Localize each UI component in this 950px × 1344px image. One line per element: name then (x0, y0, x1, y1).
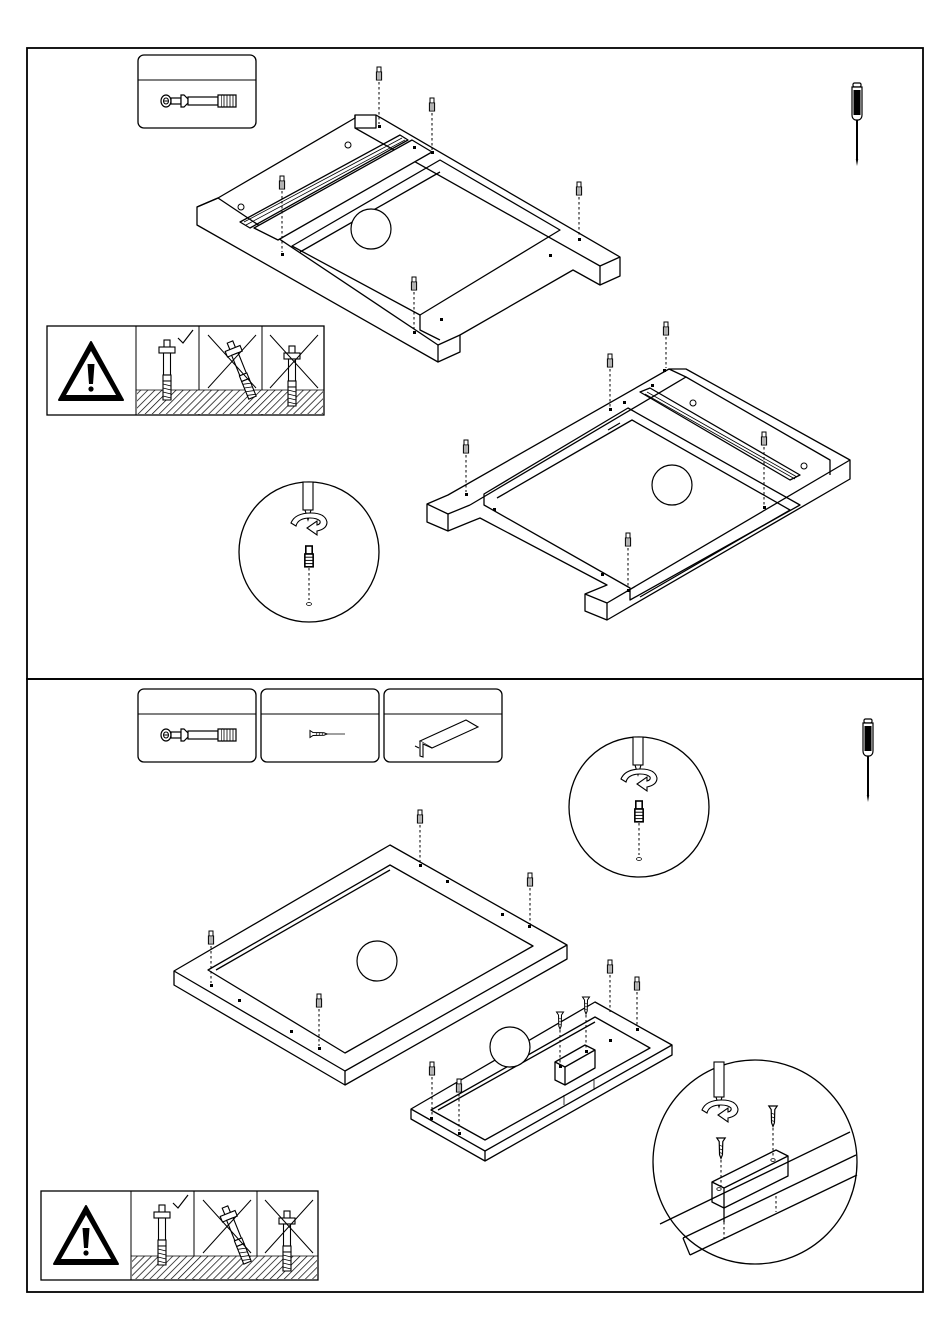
cam-bolt-part-box (138, 55, 256, 128)
angle-bracket-part-box (384, 689, 502, 762)
cam-bolt-pin (576, 182, 581, 195)
cam-bolt-pin (316, 994, 321, 1007)
cam-bolt-part-box (138, 689, 256, 762)
cam-bolt-pin (634, 977, 639, 990)
cam-bolt-pin (305, 546, 313, 567)
cam-bolt-detail-circle (239, 482, 379, 622)
cam-bolt-pin (417, 810, 422, 823)
cam-bolt-pin (456, 1079, 461, 1092)
cam-bolt-pin (463, 440, 468, 453)
cam-bolt-pin (208, 931, 213, 944)
screwdriver-icon (863, 719, 873, 802)
cam-bolt-pin (761, 432, 766, 445)
cam-bolt-pin (411, 277, 416, 290)
cam-bolt-pin (429, 1062, 434, 1075)
cam-bolt-pin (527, 873, 532, 886)
cam-bolt-pin (625, 533, 630, 546)
warning-panel (47, 326, 324, 415)
cam-bolt-pin (279, 176, 284, 189)
cam-bolt-pin (607, 960, 612, 973)
frame-left-assembly (197, 67, 620, 362)
cam-bolt-pin (635, 801, 643, 822)
cam-bolt-pin (376, 67, 381, 80)
cam-bolt-pin (663, 322, 668, 335)
frame-right-assembly (427, 322, 850, 620)
screwdriver-icon (852, 83, 862, 166)
cam-bolt-detail-circle (569, 737, 709, 877)
wood-screw-part-box (261, 689, 379, 762)
warning-panel (41, 1191, 318, 1280)
cam-bolt-pin (429, 98, 434, 111)
cam-bolt-pin (607, 354, 612, 367)
bracket-detail-circle (653, 1060, 857, 1264)
